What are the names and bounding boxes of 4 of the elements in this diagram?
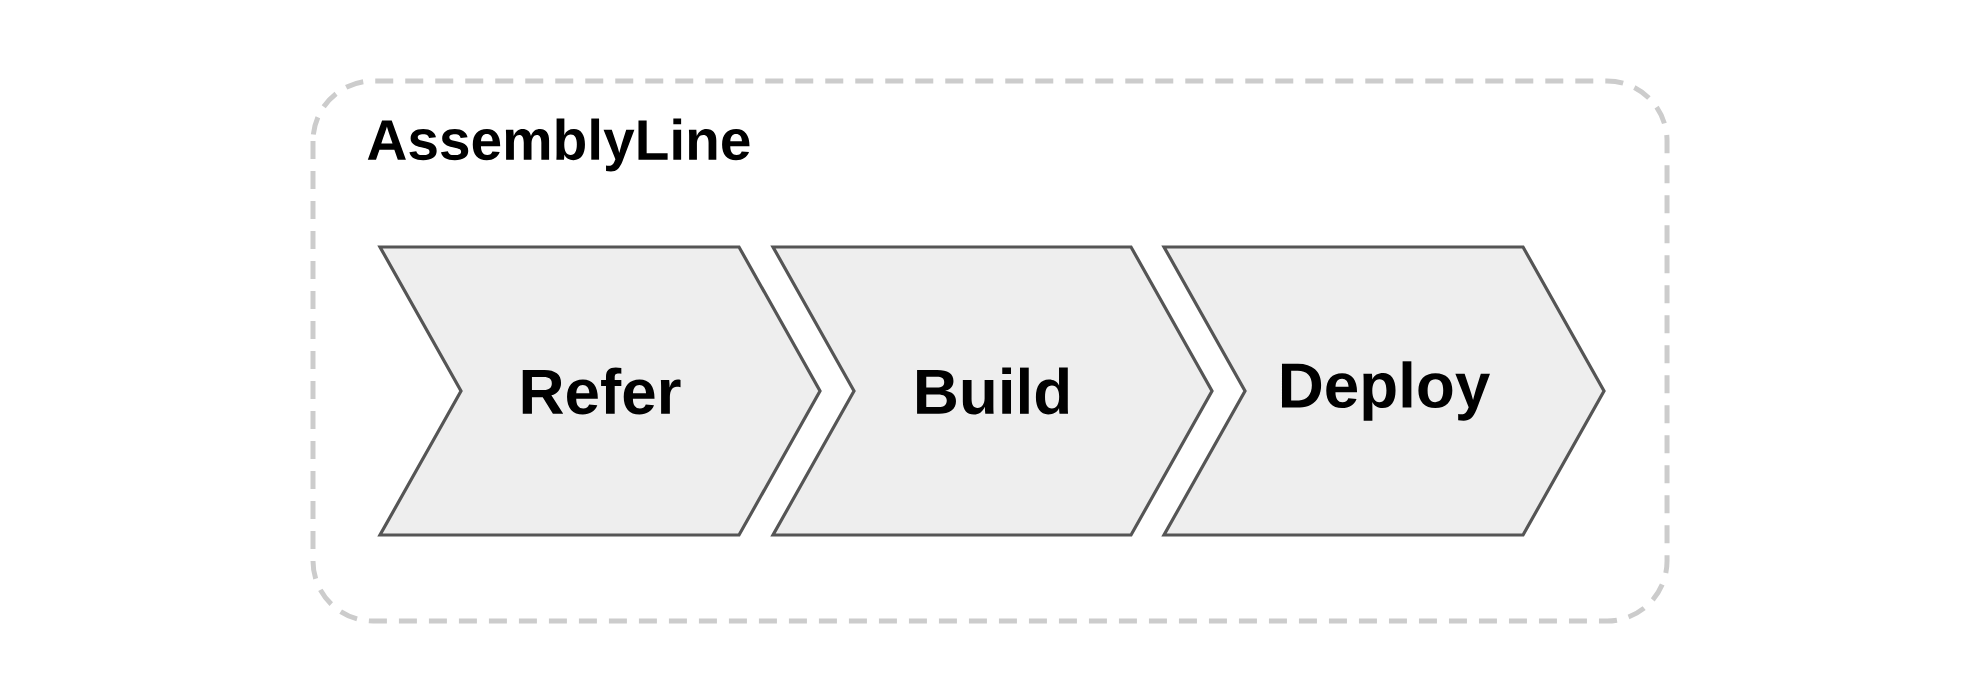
process-step: Refer [377, 245, 822, 537]
process-step: Deploy [1161, 245, 1606, 537]
process-step: Build [770, 245, 1214, 537]
group-title: AssemblyLine [367, 118, 750, 172]
